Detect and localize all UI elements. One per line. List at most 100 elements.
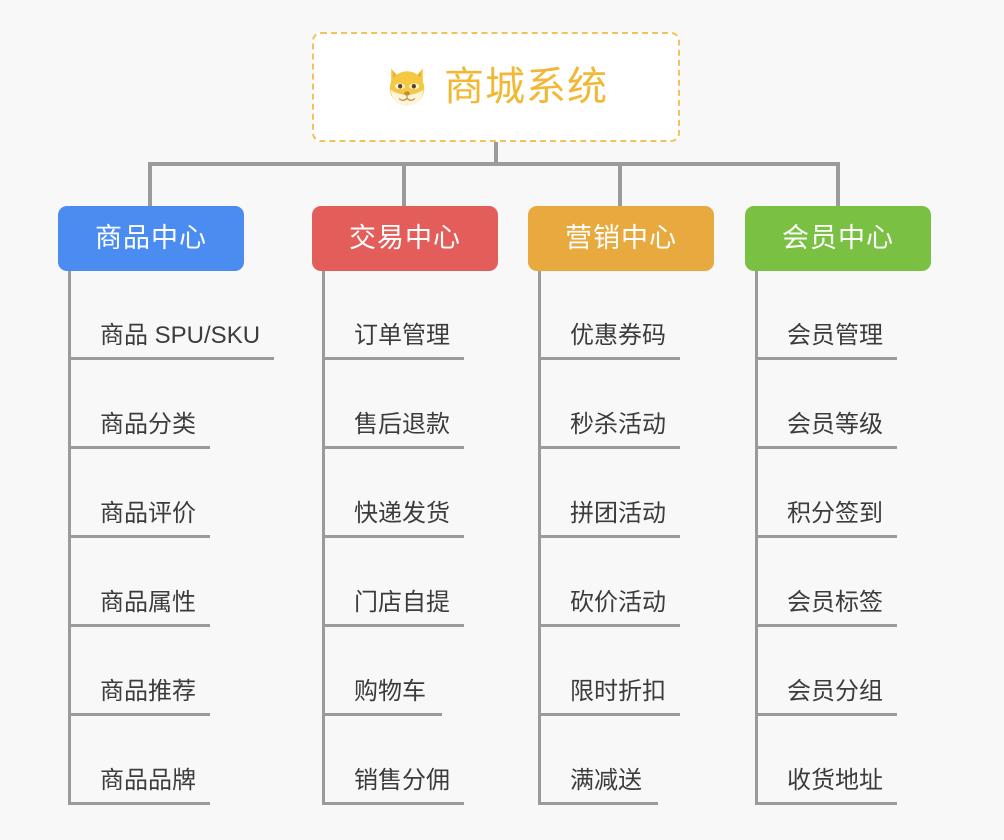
leaf-rule [755, 357, 897, 360]
list-item[interactable]: 限时折扣 [538, 627, 748, 716]
leaf-label: 拼团活动 [570, 500, 666, 527]
leaf-rule [755, 535, 897, 538]
list-item[interactable]: 秒杀活动 [538, 360, 748, 449]
list-item[interactable]: 满减送 [538, 716, 748, 805]
leaf-list-2: 订单管理 售后退款 快递发货 门店自提 购物车 销售分佣 [322, 271, 532, 805]
list-item[interactable]: 拼团活动 [538, 449, 748, 538]
leaf-label: 会员分组 [787, 678, 883, 705]
branch-column-1: 商品中心 商品 SPU/SKU 商品分类 商品评价 商品属性 商品推荐 [58, 206, 278, 805]
list-item[interactable]: 商品 SPU/SKU [68, 271, 278, 360]
shiba-dog-face-icon [384, 64, 430, 110]
leaf-label: 订单管理 [354, 322, 450, 349]
list-item[interactable]: 商品推荐 [68, 627, 278, 716]
leaf-list-3: 优惠券码 秒杀活动 拼团活动 砍价活动 限时折扣 满减送 [538, 271, 748, 805]
leaf-label: 门店自提 [354, 589, 450, 616]
root-stem-connector [494, 142, 498, 165]
leaf-rule [68, 713, 210, 716]
list-item[interactable]: 订单管理 [322, 271, 532, 360]
list-item[interactable]: 商品品牌 [68, 716, 278, 805]
leaf-rule [538, 624, 680, 627]
list-item[interactable]: 售后退款 [322, 360, 532, 449]
list-item[interactable]: 会员标签 [755, 538, 965, 627]
leaf-label: 砍价活动 [570, 589, 666, 616]
list-item[interactable]: 销售分佣 [322, 716, 532, 805]
branch-drop-connector-3 [618, 162, 622, 208]
leaf-list-4: 会员管理 会员等级 积分签到 会员标签 会员分组 收货地址 [755, 271, 965, 805]
leaf-label: 积分签到 [787, 500, 883, 527]
category-title-3: 营销中心 [565, 223, 677, 253]
branch-drop-connector-1 [148, 162, 152, 208]
leaf-rule [755, 713, 897, 716]
branch-trunk-3 [538, 271, 541, 805]
list-item[interactable]: 门店自提 [322, 538, 532, 627]
leaf-label: 商品 SPU/SKU [100, 322, 261, 349]
list-item[interactable]: 会员分组 [755, 627, 965, 716]
leaf-label: 销售分佣 [354, 767, 450, 794]
category-header-4[interactable]: 会员中心 [745, 206, 931, 271]
leaf-label: 快递发货 [354, 500, 450, 527]
list-item[interactable]: 商品评价 [68, 449, 278, 538]
leaf-label: 收货地址 [787, 767, 883, 794]
category-header-1[interactable]: 商品中心 [58, 206, 244, 271]
leaf-list-1: 商品 SPU/SKU 商品分类 商品评价 商品属性 商品推荐 商品品牌 [68, 271, 278, 805]
leaf-rule [755, 802, 897, 805]
branch-column-4: 会员中心 会员管理 会员等级 积分签到 会员标签 会员分组 [745, 206, 965, 805]
root-node[interactable]: 商城系统 [312, 32, 680, 142]
leaf-rule [755, 446, 897, 449]
branch-trunk-1 [68, 271, 71, 805]
list-item[interactable]: 商品属性 [68, 538, 278, 627]
list-item[interactable]: 会员管理 [755, 271, 965, 360]
leaf-rule [68, 446, 210, 449]
list-item[interactable]: 收货地址 [755, 716, 965, 805]
list-item[interactable]: 购物车 [322, 627, 532, 716]
leaf-rule [538, 713, 680, 716]
list-item[interactable]: 砍价活动 [538, 538, 748, 627]
leaf-label: 限时折扣 [570, 678, 666, 705]
branch-drop-connector-2 [402, 162, 406, 208]
leaf-rule [538, 535, 680, 538]
leaf-label: 商品分类 [100, 411, 196, 438]
branch-drop-connector-4 [836, 162, 840, 208]
leaf-label: 秒杀活动 [570, 411, 666, 438]
leaf-rule [538, 802, 658, 805]
category-title-4: 会员中心 [782, 223, 894, 253]
leaf-label: 会员标签 [787, 589, 883, 616]
leaf-label: 会员管理 [787, 322, 883, 349]
list-item[interactable]: 会员等级 [755, 360, 965, 449]
leaf-label: 优惠券码 [570, 322, 666, 349]
branch-column-3: 营销中心 优惠券码 秒杀活动 拼团活动 砍价活动 限时折扣 [528, 206, 748, 805]
leaf-rule [322, 446, 464, 449]
leaf-label: 满减送 [570, 767, 642, 794]
leaf-rule [538, 446, 680, 449]
leaf-label: 售后退款 [354, 411, 450, 438]
list-item[interactable]: 快递发货 [322, 449, 532, 538]
category-header-3[interactable]: 营销中心 [528, 206, 714, 271]
branch-trunk-2 [322, 271, 325, 805]
list-item[interactable]: 优惠券码 [538, 271, 748, 360]
leaf-rule [322, 357, 464, 360]
category-header-2[interactable]: 交易中心 [312, 206, 498, 271]
leaf-rule [68, 357, 274, 360]
leaf-rule [322, 535, 464, 538]
leaf-label: 会员等级 [787, 411, 883, 438]
leaf-label: 购物车 [354, 678, 426, 705]
horizontal-bus-connector [148, 162, 840, 166]
leaf-rule [68, 624, 210, 627]
leaf-rule [322, 802, 464, 805]
leaf-rule [322, 624, 464, 627]
leaf-rule [538, 357, 680, 360]
category-title-1: 商品中心 [95, 223, 207, 253]
leaf-label: 商品推荐 [100, 678, 196, 705]
leaf-label: 商品属性 [100, 589, 196, 616]
leaf-label: 商品评价 [100, 500, 196, 527]
category-title-2: 交易中心 [349, 223, 461, 253]
root-title: 商城系统 [444, 65, 608, 109]
branch-column-2: 交易中心 订单管理 售后退款 快递发货 门店自提 购物车 [312, 206, 532, 805]
leaf-rule [755, 624, 897, 627]
leaf-rule [68, 535, 210, 538]
branch-trunk-4 [755, 271, 758, 805]
leaf-rule [68, 802, 210, 805]
list-item[interactable]: 积分签到 [755, 449, 965, 538]
list-item[interactable]: 商品分类 [68, 360, 278, 449]
